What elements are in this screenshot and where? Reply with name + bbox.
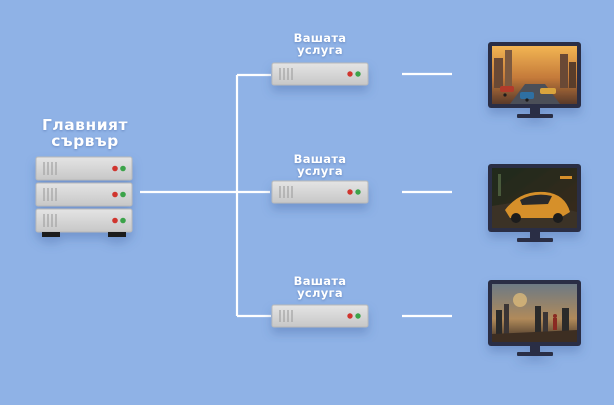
screen-scene-racing-car bbox=[492, 174, 577, 228]
service-label-line1: Вашата bbox=[293, 152, 347, 166]
service-label-3: Вашата услуга bbox=[280, 275, 360, 299]
main-server-unit-1 bbox=[35, 156, 133, 181]
service-label-line2: услуга bbox=[297, 43, 343, 58]
main-server-unit-2 bbox=[35, 182, 133, 207]
screen-scene-city-street bbox=[494, 50, 576, 104]
monitor-icon bbox=[488, 42, 581, 118]
main-server-label-line1: Главният bbox=[41, 116, 128, 134]
screen-scene-ruined-city bbox=[492, 293, 577, 342]
monitor-icon bbox=[488, 280, 581, 356]
service-label-2: Вашата услуга bbox=[280, 153, 360, 177]
main-server-foot-left bbox=[42, 232, 60, 237]
connector-lines bbox=[140, 72, 452, 318]
service-label-line2: услуга bbox=[297, 286, 343, 301]
service-server-3 bbox=[271, 304, 369, 328]
monitor-icon bbox=[488, 164, 581, 242]
main-server-unit-3 bbox=[35, 208, 133, 233]
service-server-1 bbox=[271, 62, 369, 86]
server-rack-icon bbox=[35, 156, 133, 237]
main-server-foot-right bbox=[108, 232, 126, 237]
service-label-line1: Вашата bbox=[293, 274, 347, 288]
service-label-line1: Вашата bbox=[293, 31, 347, 45]
main-server-label-line2: сървър bbox=[51, 132, 119, 151]
service-label-1: Вашата услуга bbox=[280, 32, 360, 56]
service-label-line2: услуга bbox=[297, 164, 343, 179]
main-server-label: Главният сървър bbox=[34, 117, 136, 150]
service-server-2 bbox=[271, 180, 369, 204]
